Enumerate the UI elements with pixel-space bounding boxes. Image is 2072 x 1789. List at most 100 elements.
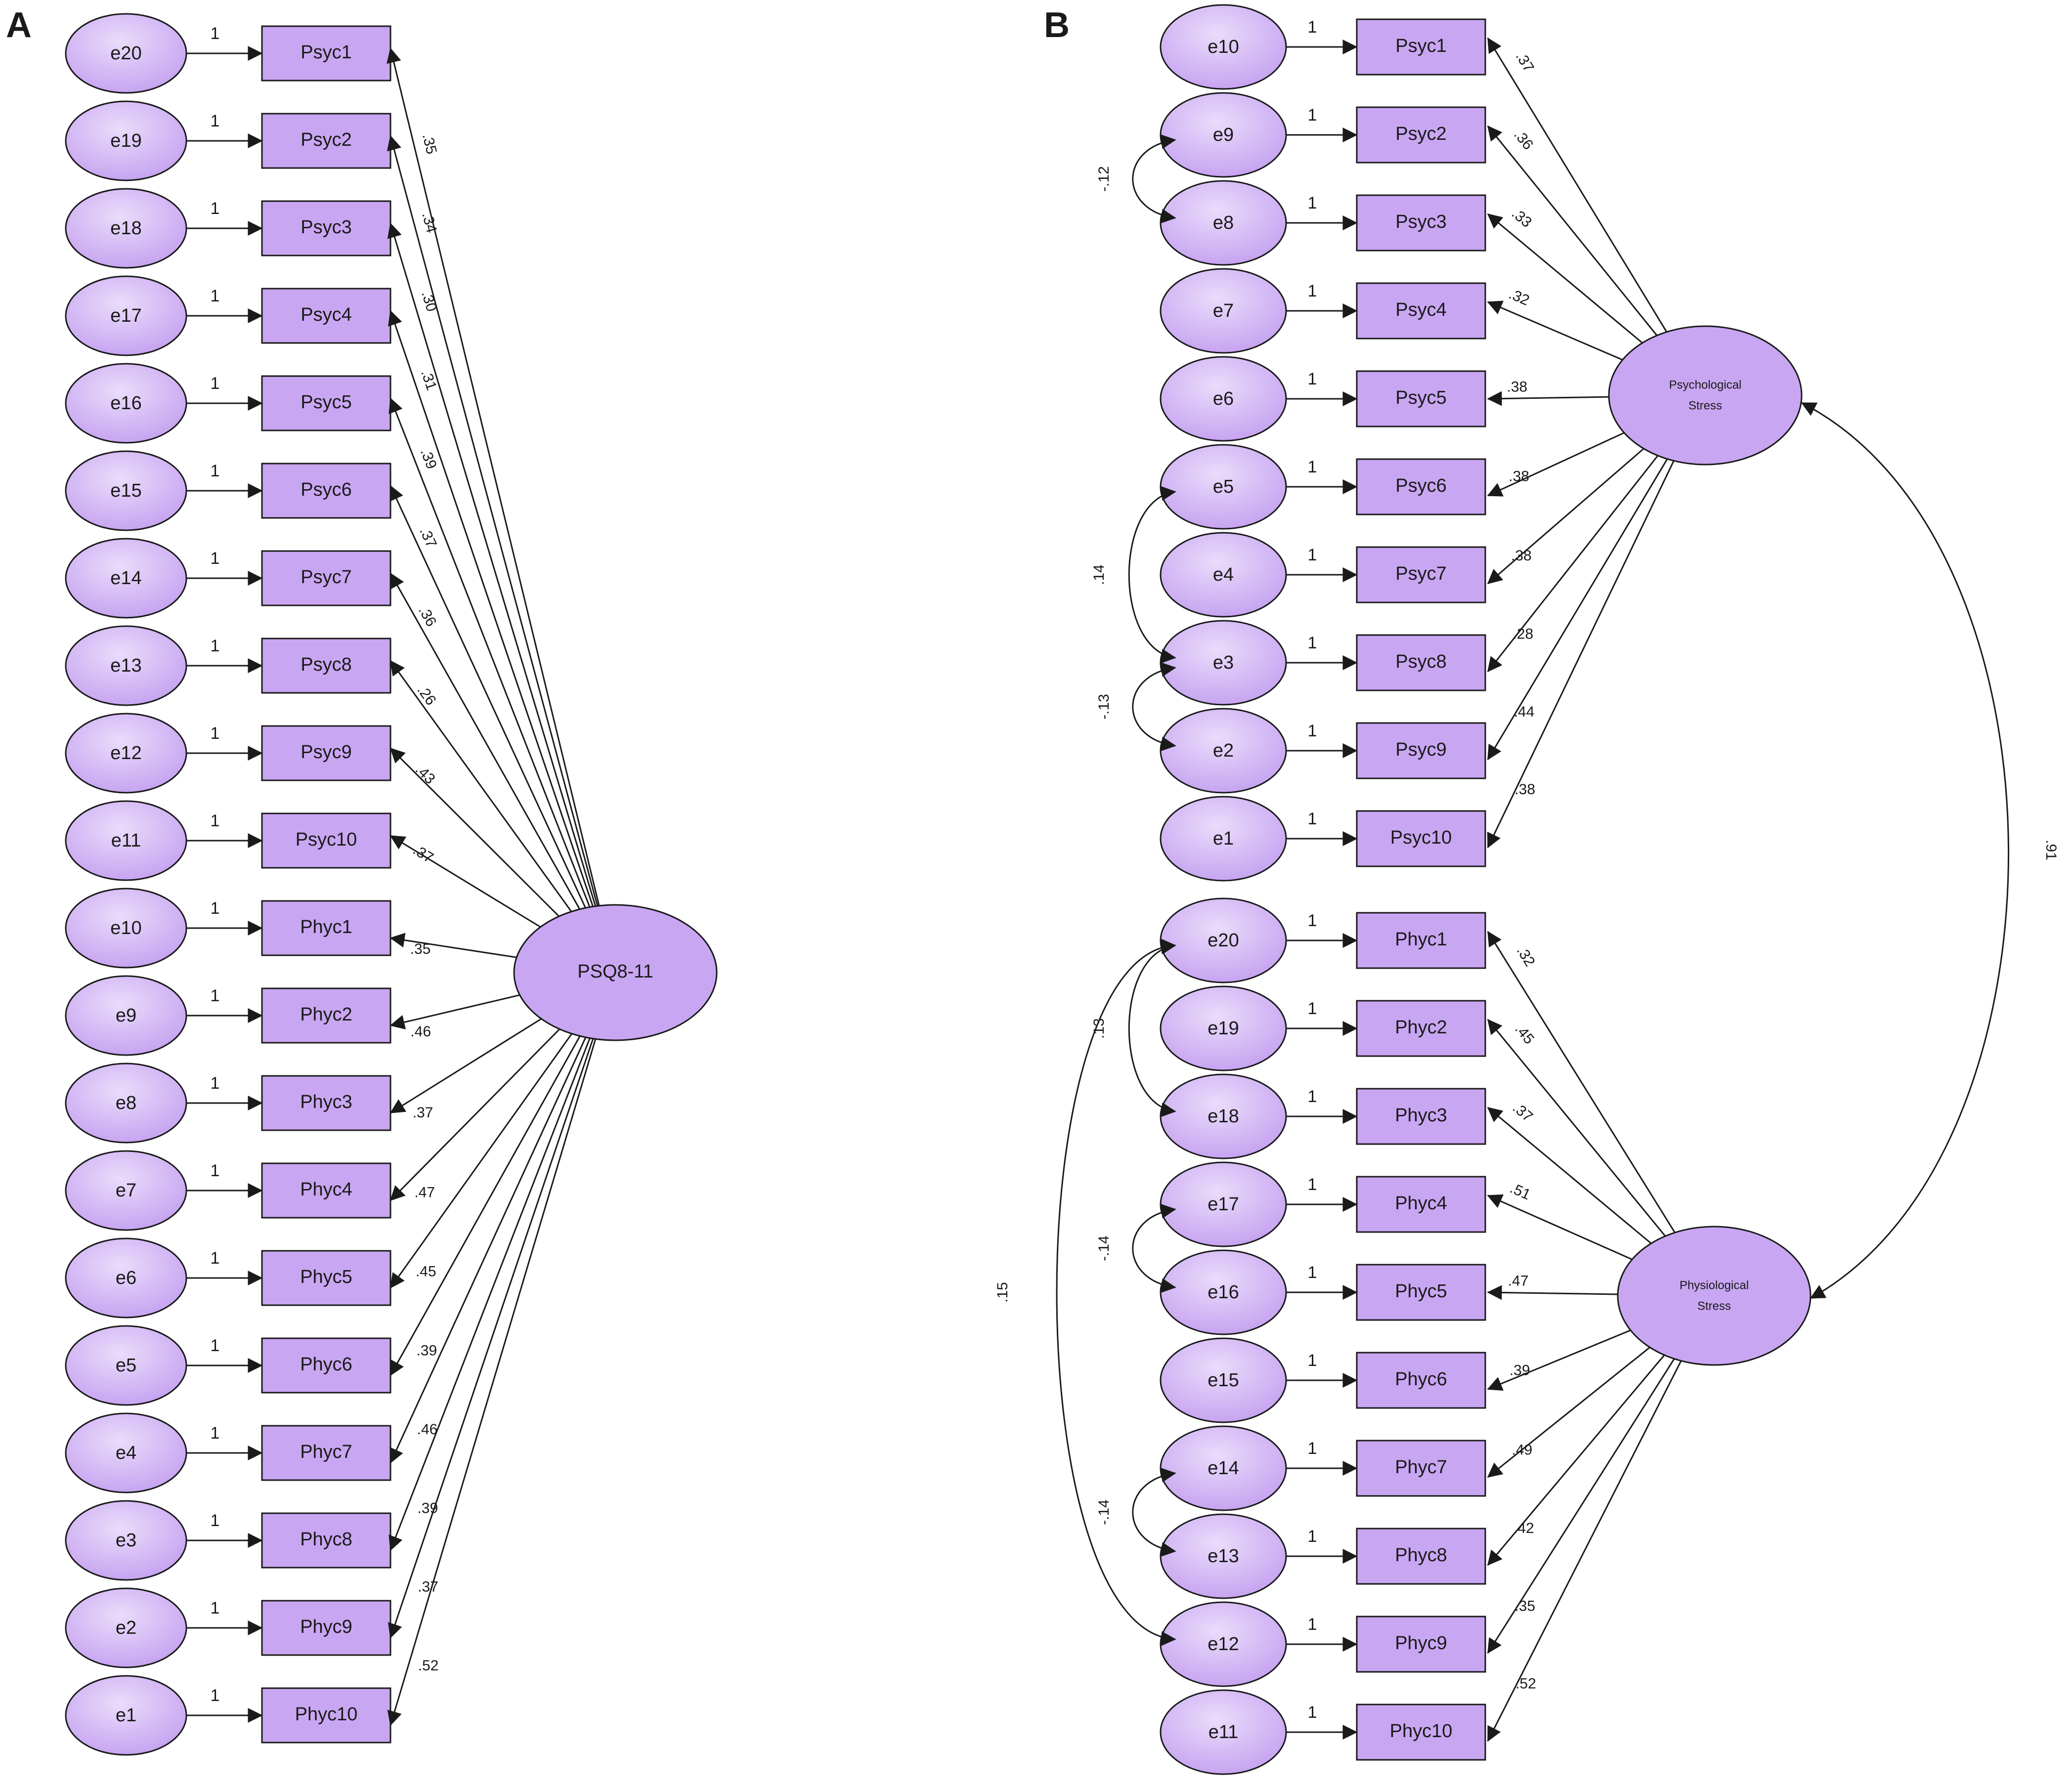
item-box-b (1356, 722, 1486, 779)
loading-value-a: .37 (413, 1105, 433, 1121)
loading-value-a: .36 (415, 603, 439, 630)
loading-path-a (389, 1018, 542, 1114)
loading-value-a: .52 (418, 1658, 439, 1674)
item-box-b (1356, 1616, 1486, 1673)
error-label-a: e16 (110, 393, 141, 414)
item-box-b (1356, 810, 1486, 867)
error-label-a: e8 (116, 1093, 136, 1113)
loading-value-a: .39 (416, 1342, 437, 1359)
item-box-a (261, 1425, 391, 1481)
covariance-value: -.14 (1096, 1235, 1112, 1261)
loading-path-a (389, 1033, 573, 1289)
item-box-a (261, 200, 391, 256)
loading-path-b (1487, 1360, 1682, 1742)
loading-value-b: .51 (1508, 1180, 1533, 1203)
fixed-loading-b: 1 (1308, 370, 1317, 388)
item-label-a: Psyc5 (301, 392, 351, 413)
panel-a-label: A (6, 5, 32, 45)
fixed-loading-b: 1 (1308, 18, 1317, 37)
fixed-loading-b: 1 (1308, 458, 1317, 476)
item-label-b: Psyc2 (1395, 124, 1446, 144)
error-label-b: e18 (1208, 1106, 1239, 1127)
loading-value-b: .45 (1511, 1021, 1537, 1047)
covariance-value: -.12 (1096, 166, 1112, 192)
loading-path-b (1487, 1329, 1631, 1391)
loading-path-b (1487, 213, 1643, 344)
loading-path-b (1487, 460, 1675, 849)
loading-path-a (388, 310, 594, 907)
item-label-b: Psyc10 (1390, 827, 1452, 848)
loading-path-a (389, 1028, 561, 1201)
error-label-b: e11 (1209, 1722, 1239, 1743)
error-label-a: e3 (116, 1530, 136, 1551)
item-box-b (1356, 1704, 1486, 1761)
item-label-b: Phyc4 (1395, 1193, 1447, 1214)
error-label-a: e18 (110, 218, 141, 239)
fixed-loading-a: 1 (211, 1511, 220, 1530)
error-label-a: e6 (116, 1268, 136, 1288)
panel-b-label: B (1044, 5, 1070, 45)
error-label-a: e5 (116, 1355, 136, 1376)
error-covariance-arc (1056, 938, 1176, 1646)
item-label-a: Phyc2 (300, 1004, 352, 1025)
item-label-a: Phyc9 (300, 1617, 352, 1637)
error-label-b: e15 (1208, 1370, 1239, 1391)
item-label-a: Psyc7 (301, 567, 351, 588)
covariance-value: -.13 (1096, 694, 1112, 720)
fixed-loading-a: 1 (211, 1336, 220, 1355)
error-label-a: e9 (116, 1005, 136, 1026)
fixed-loading-b: 1 (1308, 1439, 1317, 1458)
error-label-b: e6 (1213, 388, 1234, 409)
item-label-b: Phyc1 (1395, 929, 1447, 950)
item-box-a (261, 1512, 391, 1569)
item-label-b: Psyc1 (1395, 36, 1446, 56)
error-covariance-arc (1128, 486, 1176, 664)
loading-path-b (1487, 125, 1658, 336)
fixed-loading-b: 1 (1308, 634, 1317, 652)
error-label-b: e17 (1208, 1194, 1239, 1215)
item-label-b: Phyc3 (1395, 1105, 1447, 1126)
fixed-loading-a: 1 (211, 637, 220, 655)
item-box-b (1356, 370, 1486, 427)
item-box-b (1356, 458, 1486, 515)
loading-value-b: .42 (1513, 1520, 1534, 1536)
item-label-a: Psyc10 (296, 829, 357, 850)
loading-value-b: .38 (1509, 469, 1529, 485)
loading-path-b (1487, 1354, 1665, 1566)
loading-value-a: .37 (416, 525, 439, 551)
loading-value-b: .39 (1510, 1363, 1530, 1379)
fixed-loading-b: 1 (1308, 282, 1317, 300)
loading-value-a: .46 (410, 1023, 431, 1040)
item-box-b (1356, 1000, 1486, 1057)
item-box-a (261, 463, 391, 519)
loading-value-b: .32 (1513, 943, 1538, 970)
fixed-loading-a: 1 (211, 24, 220, 43)
item-label-b: Phyc7 (1395, 1457, 1447, 1478)
error-label-b: e10 (1208, 37, 1239, 57)
error-label-a: e13 (110, 655, 141, 676)
loading-path-b (1487, 448, 1644, 585)
fixed-loading-b: 1 (1308, 999, 1317, 1018)
error-label-a: e7 (116, 1180, 136, 1201)
loading-path-b (1487, 458, 1668, 761)
loading-path-a (387, 135, 599, 906)
item-label-b: Psyc6 (1395, 475, 1446, 496)
error-label-b: e8 (1213, 213, 1234, 233)
latent-psq-oval (513, 904, 718, 1041)
loading-value-b: .37 (1512, 49, 1537, 75)
loading-path-a (389, 747, 560, 917)
loading-path-a (387, 47, 600, 906)
fixed-loading-a: 1 (211, 112, 220, 130)
error-label-a: e12 (110, 743, 141, 764)
latent-physiological-oval (1617, 1226, 1812, 1366)
item-label-a: Psyc8 (301, 654, 351, 675)
fixed-loading-b: 1 (1308, 911, 1317, 930)
loading-path-a (389, 485, 586, 908)
loading-value-b: .52 (1515, 1676, 1536, 1692)
error-label-b: e19 (1208, 1018, 1239, 1039)
item-label-a: Phyc4 (300, 1179, 352, 1200)
error-label-a: e11 (111, 830, 141, 851)
loading-path-a (389, 1035, 581, 1376)
loading-value-a: .31 (418, 368, 440, 392)
